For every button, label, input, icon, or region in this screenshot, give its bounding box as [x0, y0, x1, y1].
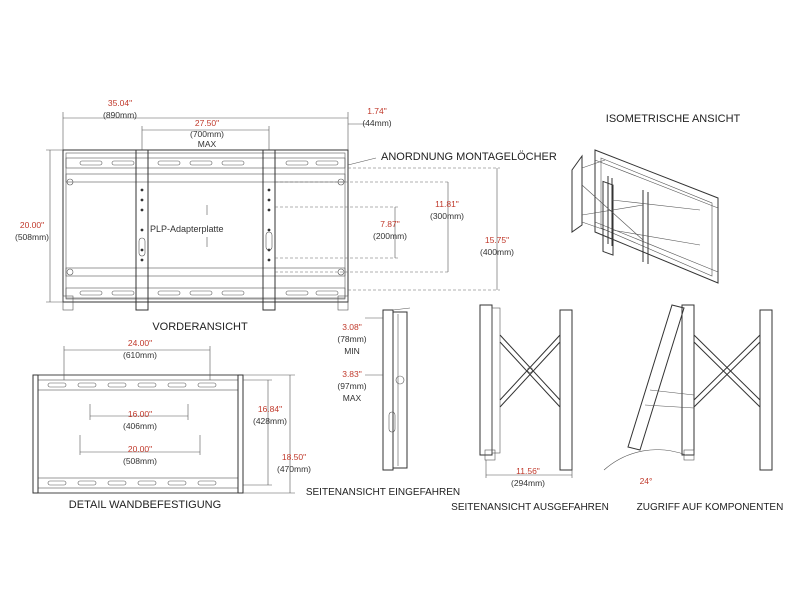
depth-offset-mm: (44mm) [362, 118, 391, 128]
isometric-view: ISOMETRISCHE ANSICHT [571, 113, 741, 284]
wall-508-mm: (508mm) [123, 456, 157, 466]
front-frame-outline [62, 149, 349, 303]
max-span-mm: (700mm) [190, 129, 224, 139]
hole-300-mm: (300mm) [430, 211, 464, 221]
max-depth-mm: (97mm) [337, 381, 366, 391]
title-wall-detail: DETAIL WANDBEFESTIGUNG [69, 499, 221, 511]
wall-428-inches: 16.84" [258, 404, 282, 414]
min-depth-mm: (78mm) [337, 334, 366, 344]
side-view-retracted: 3.08" (78mm) MIN 3.83" (97mm) MAX SEITEN… [306, 307, 460, 498]
component-access-view: 24° ZUGRIFF AUF KOMPONENTEN [603, 304, 784, 513]
hole-200-mm: (200mm) [373, 231, 407, 241]
hole-300-inches: 11.81" [435, 199, 459, 209]
front-width-inches: 35.04" [108, 98, 132, 108]
wall-detail-view: 24.00" (610mm) 16.00" (406mm) 20.00" (50… [32, 338, 311, 511]
extended-inches: 11.56" [516, 466, 540, 476]
title-side-extended: SEITENANSICHT AUSGEFAHREN [451, 502, 609, 513]
max-span-note: MAX [198, 139, 217, 149]
wall-406-mm: (406mm) [123, 421, 157, 431]
access-angle: 24° [640, 476, 653, 486]
min-depth-inches: 3.08" [342, 322, 362, 332]
front-height-mm: (508mm) [15, 232, 49, 242]
wall-470-inches: 18.50" [282, 452, 306, 462]
title-isometric: ISOMETRISCHE ANSICHT [606, 113, 741, 125]
wall-406-inches: 16.00" [128, 409, 152, 419]
wall-610-mm: (610mm) [123, 350, 157, 360]
max-depth-note: MAX [343, 393, 362, 403]
extended-mm: (294mm) [511, 478, 545, 488]
front-width-mm: (890mm) [103, 110, 137, 120]
wall-610-inches: 24.00" [128, 338, 152, 348]
hole-200-inches: 7.87" [380, 219, 400, 229]
hole-400-inches: 15.75" [485, 235, 509, 245]
mounting-holes-dimensions: ANORDNUNG MONTAGELÖCHER 11.81" (300mm) 7… [275, 151, 557, 291]
front-bottom-rail [65, 267, 346, 277]
title-side-retracted: SEITENANSICHT EINGEFAHREN [306, 487, 460, 498]
adapter-plate-label: PLP-Adapterplatte [150, 224, 224, 234]
title-component-access: ZUGRIFF AUF KOMPONENTEN [637, 502, 784, 513]
wall-470-mm: (470mm) [277, 464, 311, 474]
depth-offset-inches: 1.74" [367, 106, 387, 116]
wall-428-mm: (428mm) [253, 416, 287, 426]
side-view-extended: 11.56" (294mm) SEITENANSICHT AUSGEFAHREN [451, 304, 609, 513]
wall-plate-outline [32, 374, 244, 494]
title-mounting-holes: ANORDNUNG MONTAGELÖCHER [381, 151, 557, 163]
front-top-rail [65, 157, 346, 169]
min-depth-note: MIN [344, 346, 360, 356]
front-view: 35.04" (890mm) 1.74" (44mm) 27.50" (700m… [15, 98, 392, 333]
max-span-inches: 27.50" [195, 118, 219, 128]
title-front-view: VORDERANSICHT [152, 321, 248, 333]
wall-508-inches: 20.00" [128, 444, 152, 454]
hole-400-mm: (400mm) [480, 247, 514, 257]
max-depth-inches: 3.83" [342, 369, 362, 379]
front-height-inches: 20.00" [20, 220, 44, 230]
